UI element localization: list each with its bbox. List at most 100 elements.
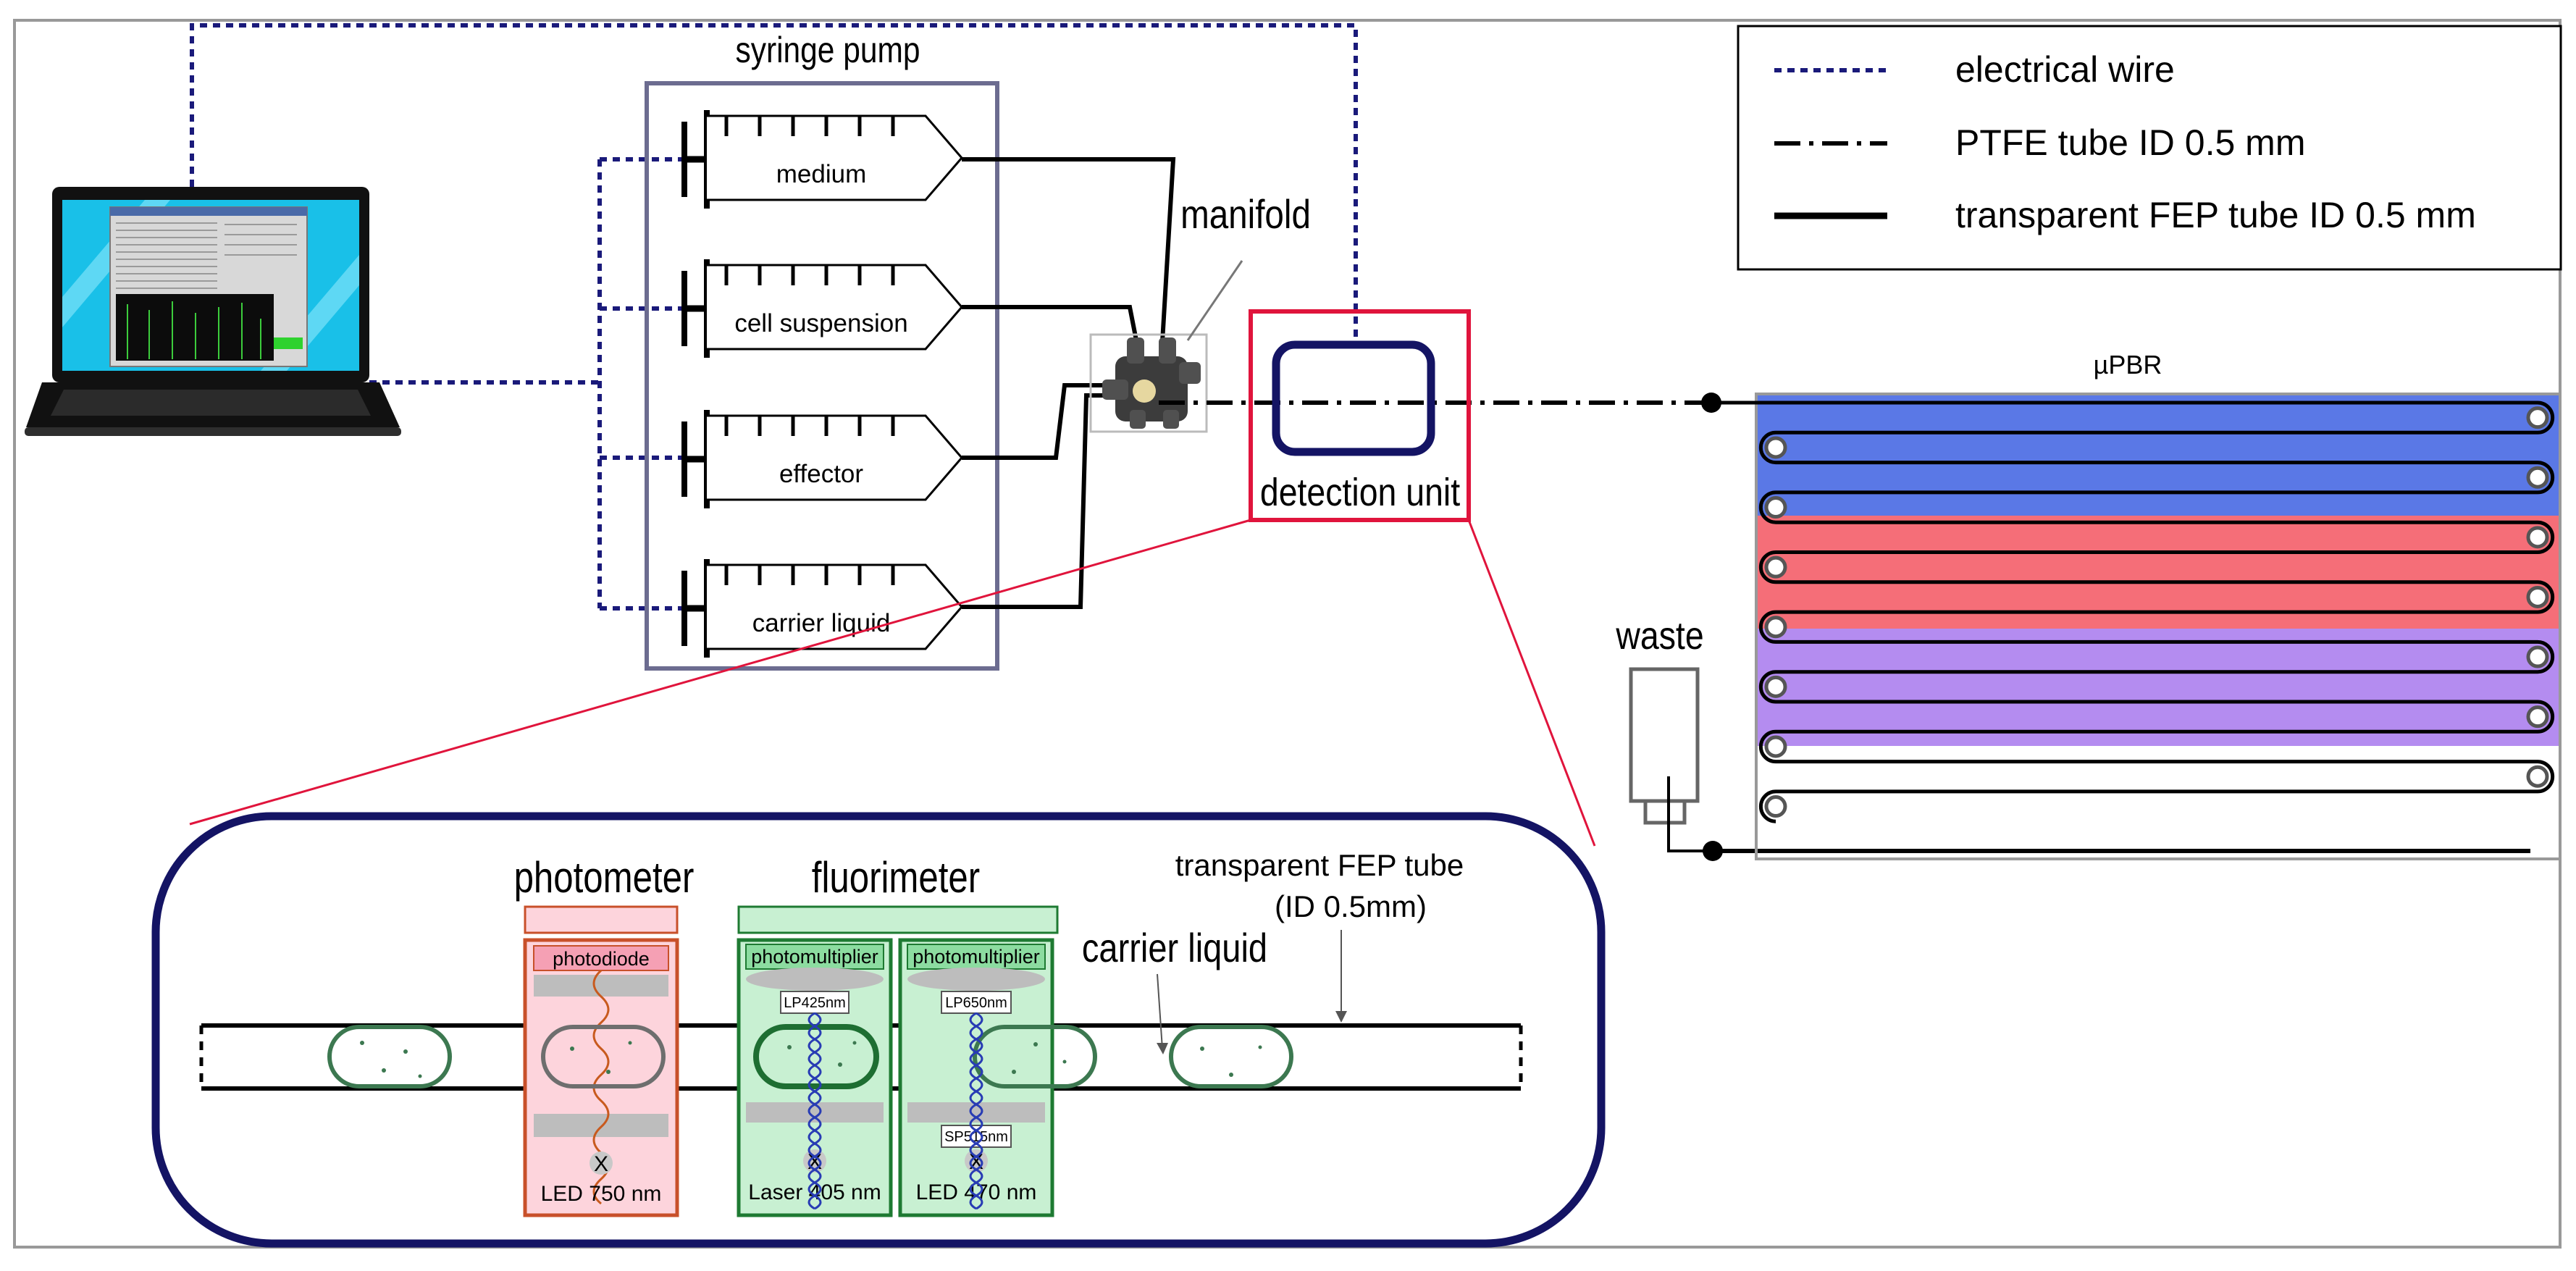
upbr-tube-loop [1758, 550, 1776, 584]
syringe: cell suspension [681, 259, 963, 358]
legend-label-electrical-wire: electrical wire [1955, 49, 2175, 90]
droplets [327, 1024, 1293, 1089]
fluorimeter2-source-icon [965, 1149, 988, 1173]
legend-label-fep-tube: transparent FEP tube ID 0.5 mm [1955, 195, 2476, 235]
upbr-tube-loop [1776, 520, 2555, 554]
upbr-port [2526, 526, 2549, 549]
waste-tube [1667, 776, 1713, 852]
fluorimeter-header-bar [737, 905, 1059, 934]
upbr-tube-loop [1758, 729, 1776, 764]
upbr-port [1764, 496, 1787, 519]
fluorimeter1-sensor-box [745, 944, 884, 970]
upbr-tube-loop [1776, 639, 2555, 674]
droplet [973, 1025, 1097, 1088]
upbr-port [1764, 795, 1787, 818]
photometer-sensor-label: photodiode [553, 948, 650, 970]
manifold-port-left [1102, 379, 1128, 400]
fluorimeter2-filter-bottom-label: SP515nm [944, 1129, 1008, 1145]
manifold [1089, 333, 1208, 433]
syringes: medium cell suspension effector carrier liq… [681, 110, 963, 658]
upbr-inlet-node [1701, 393, 1721, 413]
wire-laptop-to-detection [190, 23, 1358, 343]
carrier-liquid-pointer-head [1157, 1043, 1168, 1054]
droplet [1169, 1025, 1293, 1088]
upbr-port [2526, 705, 2549, 729]
upbr-tubing [1711, 400, 2555, 823]
syringe-label: medium [776, 160, 866, 188]
upbr-port [1764, 616, 1787, 639]
waste-container [1629, 667, 1700, 803]
fluorimeter1-light-path-2 [807, 1012, 822, 1210]
manifold-valve [1133, 379, 1156, 403]
syringe-label: effector [779, 460, 863, 488]
fluorimeter2-sensor-label: photomultiplier [912, 946, 1040, 968]
syringe: carrier liquid [681, 559, 963, 658]
fluorimeter1-filter-box [780, 991, 849, 1014]
syringe-pump-frame [645, 81, 999, 671]
tube-medium [962, 157, 1176, 343]
syringe: effector [681, 410, 963, 508]
legend: electrical wire PTFE tube ID 0.5 mm tran… [1737, 25, 2562, 271]
upbr-tube-loop [1776, 580, 2555, 614]
upbr-tube-loop [1758, 490, 1776, 524]
laptop [25, 187, 401, 436]
upbr-tube-loop [1758, 789, 1776, 823]
fluorimeter2-light-path-2 [969, 1012, 983, 1210]
upbr-port [2526, 466, 2549, 489]
syringe: medium [681, 110, 963, 209]
waste-neck [1643, 799, 1687, 825]
manifold-outline [1089, 333, 1208, 433]
upbr-label: µPBR [2094, 350, 2162, 379]
fluorimeter2-sensor-box [907, 944, 1046, 970]
upbr-band-blue [1756, 394, 2560, 516]
upbr-band-red [1756, 516, 2560, 629]
photometer-sensor-box [533, 945, 669, 971]
photometer-detector-plate [534, 975, 668, 997]
droplet [327, 1025, 452, 1088]
droplet-cells [360, 1041, 1262, 1078]
upbr-tube-loop [1776, 700, 2555, 734]
carrier-liquid-pointer [1157, 973, 1163, 1049]
laptop-app-grid [116, 222, 297, 289]
laptop-app-button [274, 337, 303, 349]
manifold-port-bottom-left [1130, 410, 1146, 429]
fluorimeter1-source-icon [803, 1149, 826, 1173]
fluorimeter1-filter-label: LP425nm [784, 995, 846, 1011]
fluorimeter2-filter-top-label: LP650nm [945, 995, 1007, 1011]
syringe-pump-label: syringe pump [735, 30, 920, 70]
tube-cell-suspension [962, 305, 1139, 345]
carrier-liquid-label: carrier liquid [1082, 925, 1267, 970]
upbr-port [2526, 765, 2549, 788]
upbr-port [2526, 645, 2549, 668]
upbr-port [2526, 585, 2549, 608]
electrical-wires [190, 23, 1358, 611]
fluorimeter2-light-path [969, 1012, 983, 1210]
photometer-source-icon [590, 1152, 613, 1175]
droplet [541, 1025, 666, 1088]
legend-label-ptfe-tube: PTFE tube ID 0.5 mm [1955, 122, 2305, 163]
manifold-port-top-right [1159, 337, 1176, 364]
laptop-base-edge [25, 427, 401, 436]
laptop-keyboard [51, 390, 371, 416]
photometer-header-bar [524, 905, 679, 934]
upbr-tube-loop [1758, 430, 1776, 465]
fep-tube-label-line2: (ID 0.5mm) [1275, 889, 1427, 923]
zoom-line-right [1467, 519, 1596, 847]
fluorimeter1-sensor-label: photomultiplier [751, 946, 878, 968]
upbr-port [1764, 436, 1787, 459]
photometer-label: photometer [514, 852, 695, 902]
upbr-band-purple [1756, 629, 2560, 746]
tube-carrier-liquid [962, 393, 1121, 609]
legend-box [1737, 25, 2562, 271]
upbr-tube-loop [1758, 670, 1776, 704]
syringe-label: carrier liquid [752, 609, 891, 637]
detection-unit-cell [1272, 340, 1435, 456]
upbr-tube-loop [1776, 400, 2555, 435]
upbr-tube-loop [1758, 610, 1776, 644]
upbr-port [1764, 555, 1787, 579]
upbr-port [1764, 735, 1787, 758]
fluorimeter-label: fluorimeter [812, 852, 980, 902]
upbr-tube-loop [1776, 760, 2555, 794]
